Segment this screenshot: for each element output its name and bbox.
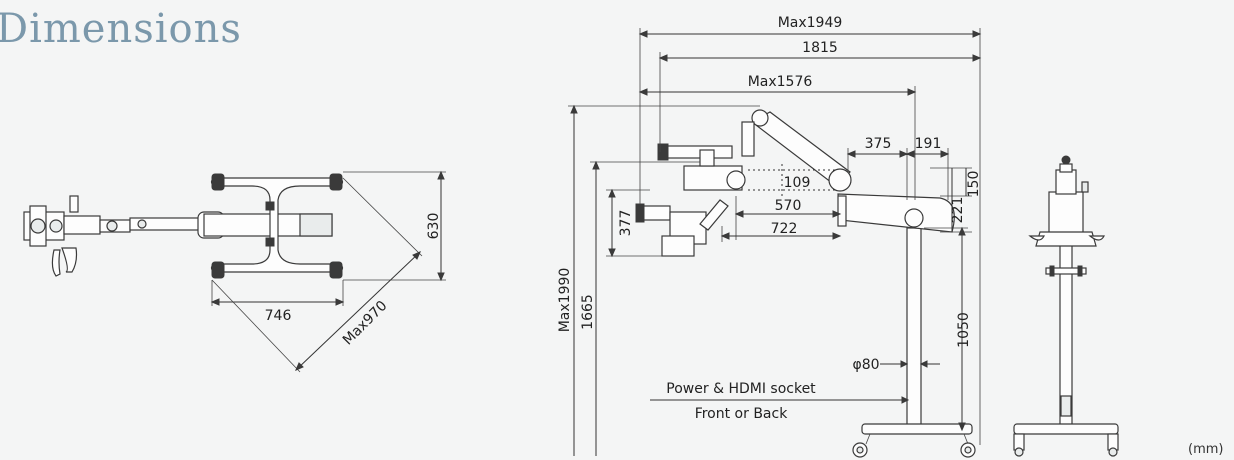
377-label: 377 bbox=[618, 210, 634, 237]
150-label: 150 bbox=[966, 171, 982, 198]
page-title: Dimensions bbox=[0, 6, 242, 52]
depth-630-label: 630 bbox=[426, 213, 442, 240]
top-view-drawing: 746 630 Max970 bbox=[23, 170, 446, 373]
phi80-label: φ80 bbox=[852, 357, 879, 373]
109-label: 109 bbox=[784, 175, 811, 191]
socket-position-label: Front or Back bbox=[695, 406, 789, 422]
1050-label: 1050 bbox=[956, 312, 972, 348]
1815-label: 1815 bbox=[802, 40, 838, 56]
side-view-drawing: Max1949 1815 Max1576 375 191 bbox=[557, 15, 982, 458]
side-column bbox=[906, 227, 922, 429]
unit-label: (mm) bbox=[1188, 442, 1224, 457]
1665-label: 1665 bbox=[580, 294, 596, 330]
max1990-label: Max1990 bbox=[557, 268, 573, 333]
width-746-label: 746 bbox=[265, 308, 292, 324]
side-base bbox=[861, 423, 973, 435]
diagonal-max970-label: Max970 bbox=[340, 298, 391, 349]
375-label: 375 bbox=[865, 136, 892, 152]
570-label: 570 bbox=[775, 198, 802, 214]
722-label: 722 bbox=[771, 221, 798, 237]
front-view-drawing bbox=[1013, 155, 1119, 457]
191-label: 191 bbox=[915, 136, 942, 152]
side-arm-housing bbox=[837, 193, 955, 233]
socket-label: Power & HDMI socket bbox=[666, 381, 816, 397]
max1576-label: Max1576 bbox=[748, 74, 813, 90]
221-label: 221 bbox=[950, 197, 966, 224]
max1949-label: Max1949 bbox=[778, 15, 843, 31]
front-base bbox=[1013, 423, 1119, 435]
